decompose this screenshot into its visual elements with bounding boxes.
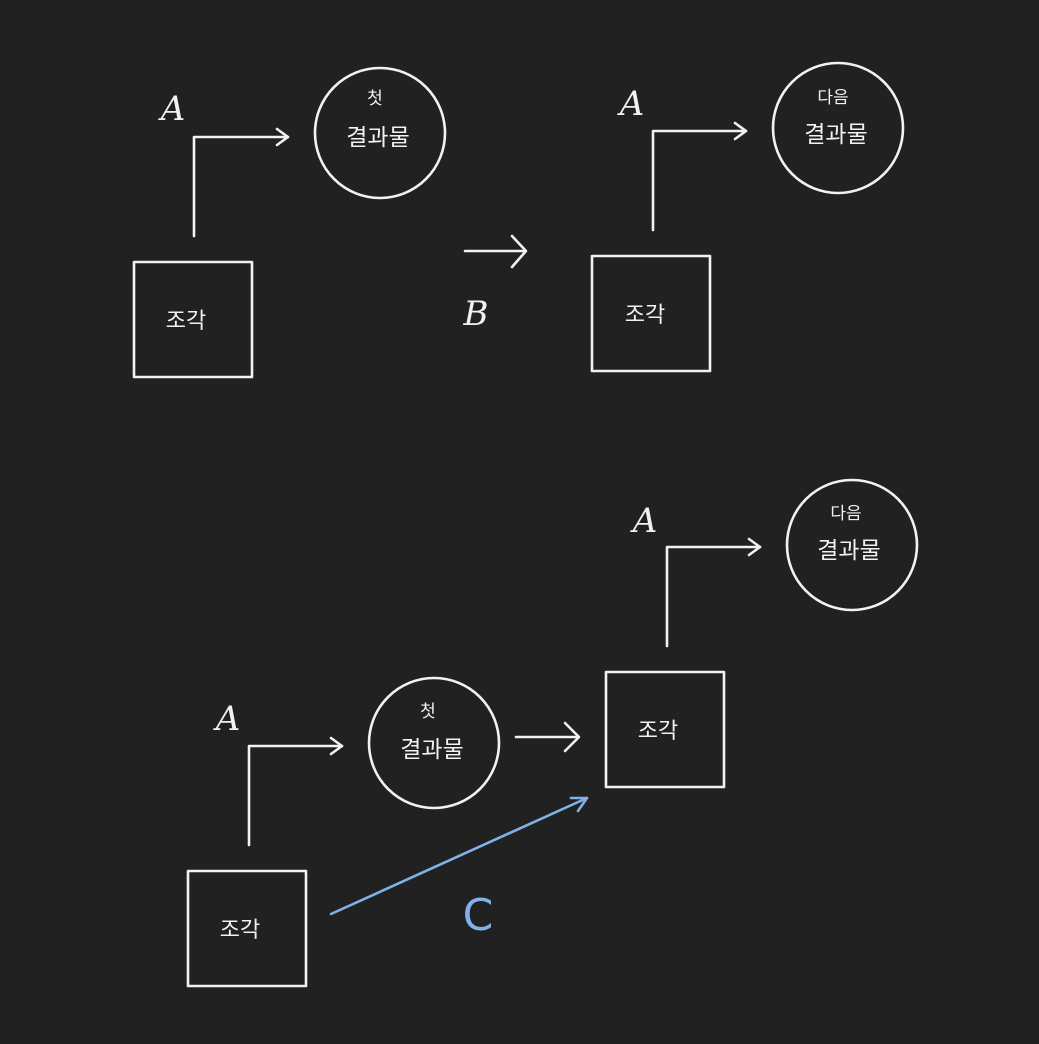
result-bottom-label: 결과물 xyxy=(400,737,463,763)
label-a: A xyxy=(630,501,658,541)
result-top-label: 다음 xyxy=(817,88,848,108)
label-b: B xyxy=(463,294,489,334)
piece-box xyxy=(590,254,712,373)
result-circle xyxy=(785,478,919,612)
label-c: C xyxy=(463,890,494,941)
piece-box xyxy=(132,260,254,379)
top-right-group: 조각 A 다음 결과물 xyxy=(590,61,905,373)
result-top-label: 첫 xyxy=(367,89,383,109)
shortcut-arrow xyxy=(329,796,589,916)
result-circle xyxy=(771,61,905,195)
label-a: A xyxy=(213,699,241,739)
piece-label: 조각 xyxy=(220,918,260,943)
arrowhead xyxy=(569,796,589,813)
piece-label: 조각 xyxy=(166,309,206,334)
arrowhead xyxy=(510,234,528,269)
piece-label: 조각 xyxy=(638,719,678,744)
arrowhead xyxy=(275,127,290,147)
process-a-arrow xyxy=(247,744,344,847)
label-a: A xyxy=(617,84,645,124)
bottom-left-group: 조각 A 첫 결과물 xyxy=(186,676,581,988)
piece-box xyxy=(186,869,308,988)
shortcut-c-group: C xyxy=(329,796,589,941)
piece-label: 조각 xyxy=(625,303,665,328)
result-circle xyxy=(313,66,447,200)
process-a-arrow xyxy=(651,129,748,232)
arrowhead xyxy=(747,537,762,557)
result-top-label: 첫 xyxy=(420,702,436,722)
result-top-label: 다음 xyxy=(830,504,861,524)
process-a-arrow xyxy=(665,545,762,648)
arrowhead xyxy=(563,721,581,753)
arrowhead xyxy=(733,121,748,141)
bottom-right-group: 조각 A 다음 결과물 xyxy=(604,478,919,789)
top-left-group: 조각 A 첫 결과물 xyxy=(132,66,447,379)
result-bottom-label: 결과물 xyxy=(817,538,880,564)
label-a: A xyxy=(158,89,186,129)
result-bottom-label: 결과물 xyxy=(346,125,409,151)
transition-b-group: B xyxy=(463,234,528,334)
result-circle xyxy=(367,676,501,810)
result-bottom-label: 결과물 xyxy=(804,122,867,148)
process-a-arrow xyxy=(192,135,290,238)
piece-box xyxy=(604,670,726,789)
arrowhead xyxy=(329,736,344,756)
